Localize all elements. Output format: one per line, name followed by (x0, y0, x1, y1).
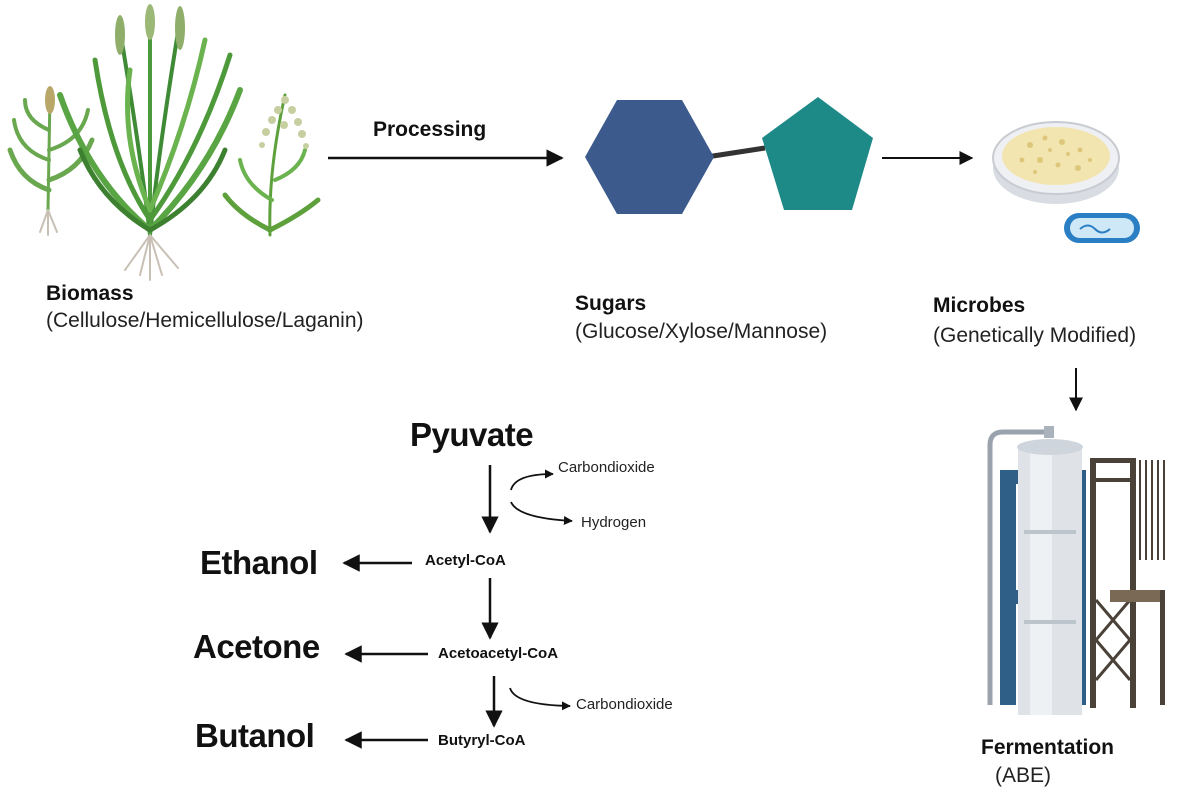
sugars-subtitle: (Glucose/Xylose/Mannose) (575, 320, 828, 343)
oat-grass-plant (222, 93, 321, 237)
intermediate-butyryl-coa: Butyryl-CoA (438, 732, 526, 749)
fermentation-subtitle: (ABE) (995, 764, 1052, 787)
grass-plants-icon (7, 4, 321, 281)
petri-dish-icon (992, 121, 1120, 204)
product-acetone: Acetone (193, 628, 320, 665)
pathway-arrows (342, 465, 573, 749)
hexagon-glucose-shape (585, 100, 714, 214)
sugar-molecule-icon (585, 97, 873, 214)
co2-release-arrow-1 (510, 469, 554, 491)
fermentation-tower-icon (987, 426, 1165, 715)
product-butanol: Butanol (195, 717, 315, 754)
microbes-subtitle: (Genetically Modified) (933, 324, 1137, 347)
byproduct-label-hydrogen: Hydrogen (581, 514, 647, 531)
sugars-title: Sugars (575, 292, 647, 315)
intermediate-acetoacetyl-coa: Acetoacetyl-CoA (438, 645, 559, 662)
tall-grass-plant (57, 4, 243, 281)
intermediate-acetyl-coa: Acetyl-CoA (425, 552, 506, 569)
small-grass-plant (7, 86, 95, 236)
microbes-title: Microbes (933, 294, 1026, 317)
biomass-subtitle: (Cellulose/Hemicellulose/Laganin) (46, 309, 364, 332)
processing-label: Processing (373, 118, 487, 141)
pathway-start-label: Pyuvate (410, 416, 534, 453)
byproduct-label-co2-2: Carbondioxide (576, 696, 673, 713)
pentagon-xylose-shape (762, 97, 873, 210)
byproduct-label-co2-1: Carbondioxide (558, 459, 655, 476)
bacterium-icon (1064, 213, 1140, 243)
hydrogen-release-arrow (510, 501, 573, 526)
product-ethanol: Ethanol (200, 544, 318, 581)
biomass-title: Biomass (46, 282, 134, 305)
co2-release-arrow-2 (509, 687, 571, 711)
fermentation-title: Fermentation (981, 736, 1115, 759)
